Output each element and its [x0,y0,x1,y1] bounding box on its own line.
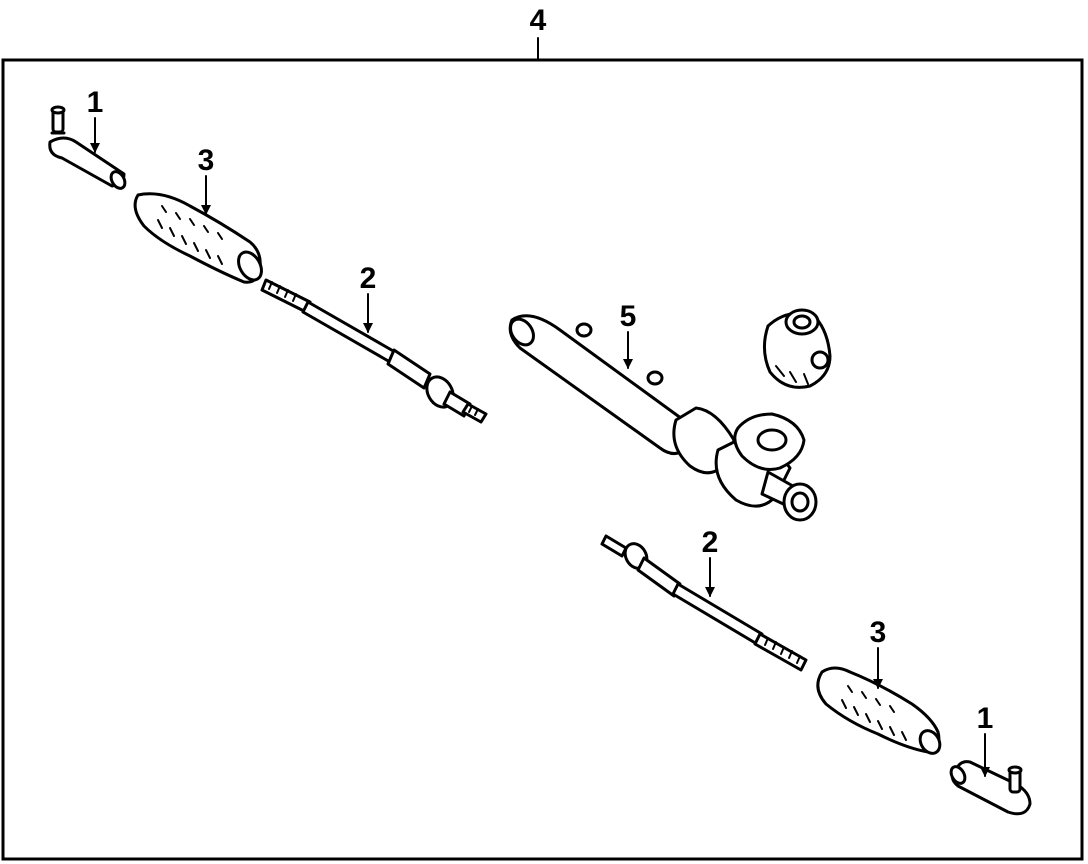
assembly-frame [1,58,1084,861]
callout-inner-tie-rod-right[interactable]: 2 [702,526,719,597]
inner-tie-rod-left[interactable] [260,278,488,424]
callout-outer-tie-rod-right[interactable]: 1 [977,702,994,777]
callout-outer-tie-rod-left[interactable]: 1 [87,86,104,153]
callout-assembly[interactable]: 4 [530,4,547,61]
callout-inner-tie-rod-right-label: 2 [702,526,719,559]
pinion-valve[interactable] [763,308,832,389]
callout-assembly-label: 4 [530,4,547,37]
outer-tie-rod-end-right[interactable] [948,760,1032,816]
callout-inner-tie-rod-left-label: 2 [360,262,377,295]
callout-boot-right-label: 3 [870,616,887,649]
inner-tie-rod-right[interactable] [600,534,808,672]
boot-right[interactable] [816,666,944,757]
callout-boot-left-label: 3 [198,144,215,177]
callout-inner-tie-rod-left[interactable]: 2 [360,262,377,333]
boot-left[interactable] [133,192,266,284]
outer-tie-rod-end-left[interactable] [48,105,128,191]
callout-boot-right[interactable]: 3 [870,616,887,689]
callout-rack-housing[interactable]: 5 [620,300,637,369]
rack-housing[interactable] [506,314,818,522]
callout-rack-housing-label: 5 [620,300,637,333]
callout-outer-tie-rod-right-label: 1 [977,702,994,735]
callout-outer-tie-rod-left-label: 1 [87,86,104,119]
callout-boot-left[interactable]: 3 [198,144,215,215]
